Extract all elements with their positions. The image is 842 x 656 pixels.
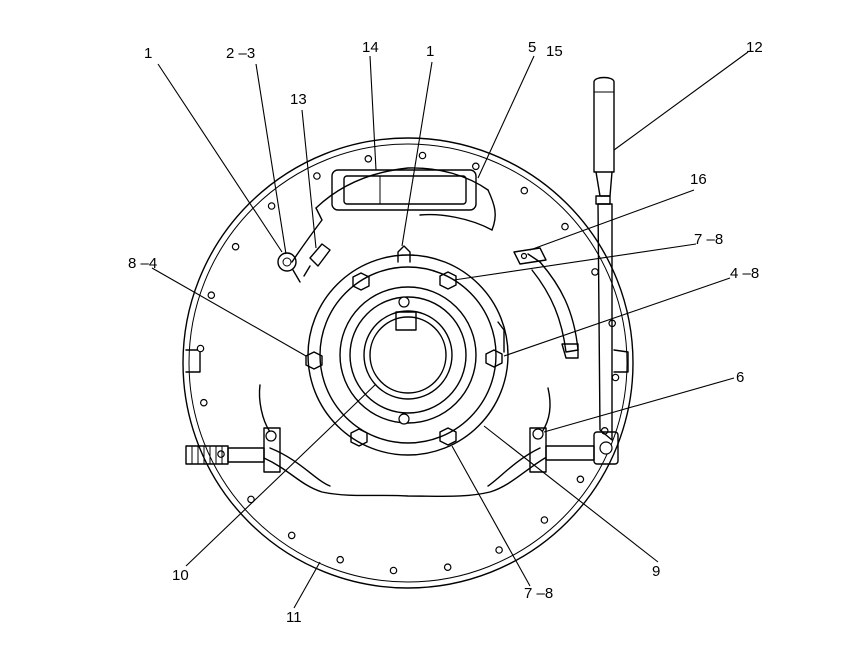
callout-15: 15 — [546, 43, 563, 60]
flange-bolt-hole — [418, 151, 427, 160]
callout-16: 16 — [690, 171, 707, 188]
hex-bolt-se — [439, 427, 457, 446]
flange-bolt-hole — [364, 155, 373, 163]
callout-6: 6 — [736, 369, 744, 386]
flange-bolt-hole — [313, 172, 321, 180]
outer-flange — [182, 137, 634, 589]
control-lever — [593, 76, 619, 465]
callout-14: 14 — [362, 39, 379, 56]
hex-bolt-sw — [350, 428, 368, 447]
callout-7-8a: 7 –8 — [694, 231, 723, 248]
callout-2-3: 2 –3 — [226, 45, 255, 62]
callout-13: 13 — [290, 91, 307, 108]
flange-bolt-hole — [520, 186, 529, 195]
leader-8-4 — [151, 267, 307, 357]
flange-bolt-hole — [207, 291, 216, 300]
callout-11: 11 — [286, 609, 302, 626]
callout-1a: 1 — [144, 45, 152, 62]
hex-bolt-nw — [352, 272, 370, 291]
callout-12: 12 — [746, 39, 763, 56]
callout-1b: 1 — [426, 43, 434, 60]
callout-4-8: 4 –8 — [730, 265, 759, 282]
leader-11 — [293, 561, 321, 609]
callouts: 1 2 –3 13 14 1 5 15 12 16 7 –8 8 –4 4 –8… — [128, 39, 763, 626]
leader-2-3 — [255, 63, 287, 255]
leader-4-8 — [503, 277, 731, 357]
leader-16 — [529, 189, 695, 251]
flange-bolt-hole — [287, 531, 296, 540]
bearing-retainer — [305, 245, 509, 456]
flange-bolt-hole — [217, 450, 225, 458]
flange-bolt-hole — [576, 475, 585, 484]
leader-13 — [301, 109, 317, 249]
breather-and-fitting — [277, 243, 331, 283]
flange-bolt-hole — [200, 398, 208, 407]
flange-bolt-hole — [267, 202, 276, 210]
flange-bolt-hole — [561, 222, 569, 231]
flange-bolt-hole — [196, 344, 205, 353]
flange-bolt-hole — [389, 566, 398, 575]
flange-bolt-hole — [611, 373, 620, 382]
flange-bolt-hole — [471, 162, 480, 171]
leader-14 — [369, 55, 377, 171]
callout-8-4: 8 –4 — [128, 255, 157, 272]
inner-housing — [258, 167, 579, 498]
callout-10: 10 — [172, 567, 189, 584]
flange-bolt-hole — [443, 563, 452, 572]
callout-5: 5 — [528, 39, 536, 56]
callout-7-8b: 7 –8 — [524, 585, 553, 602]
flange-bolt-hole — [591, 268, 599, 276]
flange-bolt-hole — [540, 516, 549, 524]
leader-1b — [401, 61, 433, 247]
callout-9: 9 — [652, 563, 660, 580]
hex-bolt-e — [485, 349, 503, 368]
leader-6 — [543, 377, 735, 433]
flange-bolt-hole — [247, 495, 255, 504]
leader-10 — [185, 383, 377, 567]
leader-12 — [613, 51, 749, 151]
flange-bolt-hole — [231, 242, 240, 251]
leader-5 — [477, 55, 535, 179]
hex-bolt-ne — [439, 271, 457, 290]
inspection-cover — [331, 169, 477, 211]
leader-7-8a — [453, 243, 697, 281]
hex-bolt-w — [305, 351, 323, 370]
flange-bolt-hole — [336, 555, 345, 564]
flange-bolt-hole — [495, 546, 503, 554]
leader-9 — [483, 425, 659, 563]
leader-7-8b — [451, 445, 531, 587]
flange-bolt-holes — [196, 151, 620, 575]
leader-1a — [157, 63, 283, 253]
